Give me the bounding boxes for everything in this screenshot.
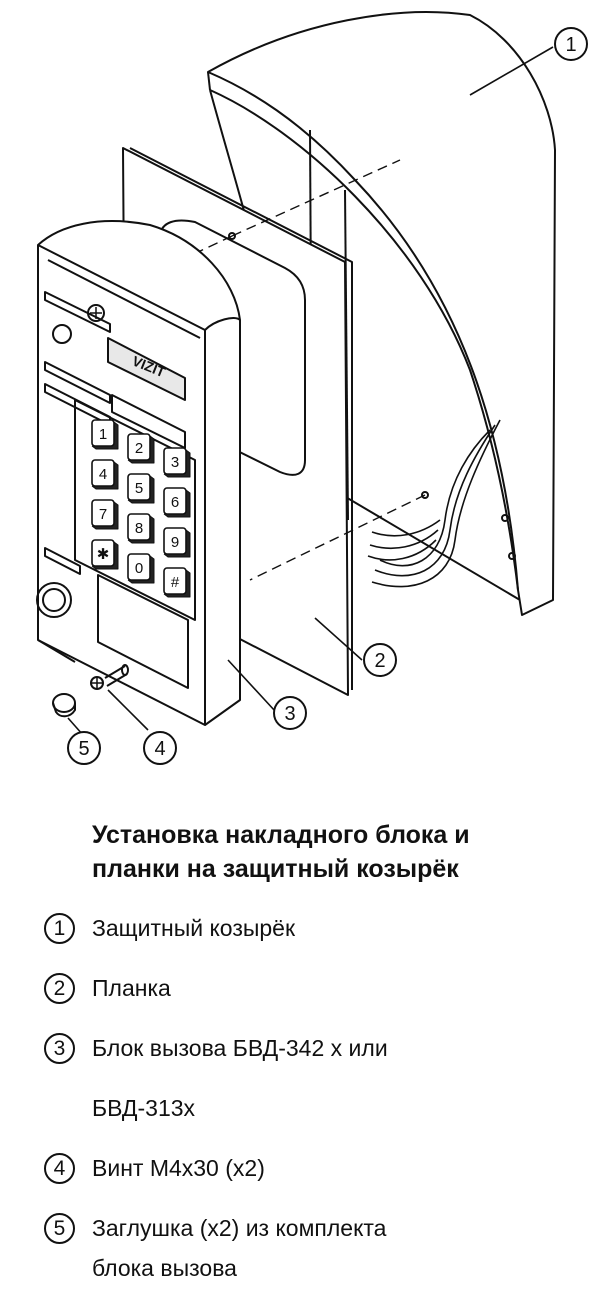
leader-lines (67, 46, 554, 736)
keypad-key-label: 1 (99, 426, 107, 443)
keypad-key: 9 (163, 527, 191, 558)
keypad-key: 0 (127, 553, 155, 584)
keypad-key-label: 7 (99, 506, 107, 523)
keypad-key: # (163, 567, 191, 598)
keypad-key-label: 6 (171, 494, 179, 511)
legend-text-4: Винт М4х30 (х2) (92, 1155, 265, 1181)
keypad-key-label: 8 (135, 520, 143, 537)
keypad-key-label: 3 (171, 454, 179, 471)
callout-circle (363, 643, 397, 677)
keypad-key: 6 (163, 487, 191, 518)
keypad-key-label: 4 (99, 466, 107, 483)
legend-number-5: 5 (44, 1213, 75, 1244)
keypad-key: 4 (91, 459, 119, 490)
callout-number: 2 (374, 650, 385, 672)
keypad-key-label: 2 (135, 440, 143, 457)
cable-bundle (367, 419, 501, 588)
keypad-key: 7 (91, 499, 119, 530)
plug-part (52, 693, 76, 718)
callout-circle (143, 731, 177, 765)
title-line: Установка накладного блока и (92, 821, 470, 849)
legend-text-3-continued: БВД-313х (92, 1095, 196, 1121)
screw-part (90, 664, 129, 690)
keypad-key: 1 (91, 419, 119, 450)
keypad-key-label: ✱ (97, 546, 110, 563)
legend-text-5-continued: блока вызова (92, 1255, 237, 1281)
title-line: планки на защитный козырёк (92, 855, 459, 883)
callout-number: 3 (284, 703, 295, 725)
keypad-key: 3 (163, 447, 191, 478)
legend-text-2: Планка (92, 975, 171, 1001)
keypad-key: 8 (127, 513, 155, 544)
legend-text-1: Защитный козырёк (92, 915, 296, 941)
legend-number-2: 2 (44, 973, 75, 1004)
call-block-part (36, 220, 241, 726)
legend-text-3: Блок вызова БВД-342 х или (92, 1035, 388, 1061)
page-title: Установка накладного блока и планки на з… (92, 818, 592, 886)
legend-text-5: Заглушка (х2) из комплекта (92, 1215, 387, 1241)
callout-number: 4 (154, 738, 165, 760)
legend-number-1: 1 (44, 913, 75, 944)
keypad-key-label: 9 (171, 534, 179, 551)
callout-circle (273, 696, 307, 730)
callout-number: 5 (78, 738, 89, 760)
keypad-key: 5 (127, 473, 155, 504)
keypad-key-label: # (171, 574, 180, 591)
keypad-key-label: 0 (135, 560, 143, 577)
keypad-key-label: 5 (135, 480, 143, 497)
callout-number: 1 (565, 34, 576, 56)
callout-markers: 1 2 3 4 5 (67, 27, 588, 765)
callout-circle (554, 27, 588, 61)
callout-circle (67, 731, 101, 765)
keypad-key: 2 (127, 433, 155, 464)
legend-number-4: 4 (44, 1153, 75, 1184)
keypad-keys: 1 2 3 4 5 6 7 8 9 ✱ 0 # (91, 419, 191, 598)
legend-number-3: 3 (44, 1033, 75, 1064)
keypad-key: ✱ (91, 539, 119, 570)
